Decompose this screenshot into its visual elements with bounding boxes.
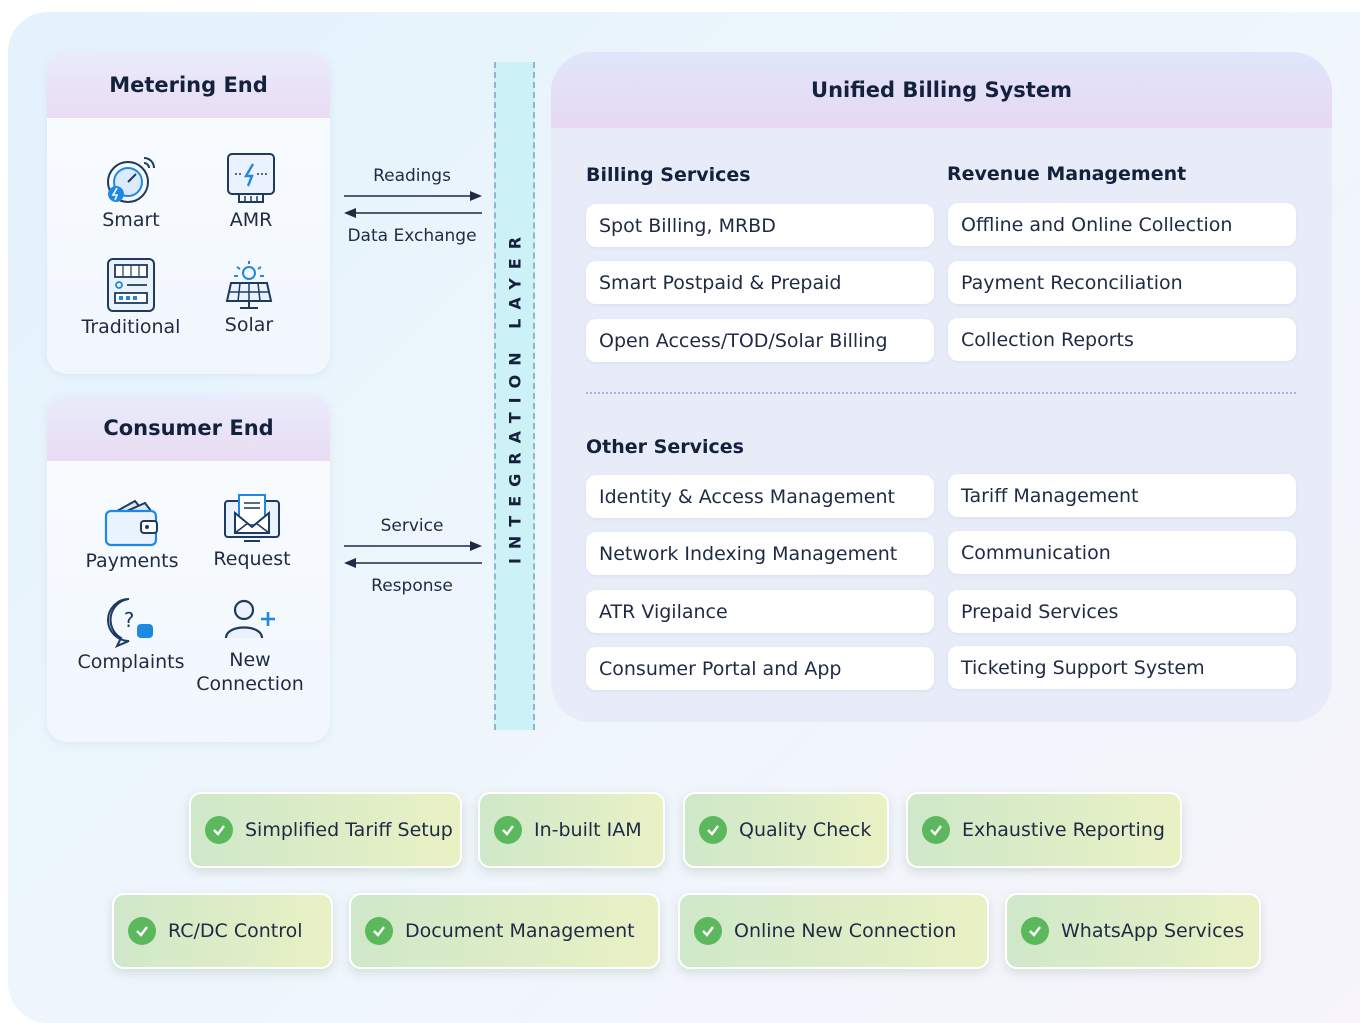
checkmark-icon (694, 917, 722, 945)
billing-services-title: Billing Services (586, 164, 751, 186)
feature-label: In-built IAM (534, 819, 642, 841)
feature-chip: RC/DC Control (112, 893, 333, 969)
solar-tile: Solar (189, 259, 309, 337)
feature-label: Document Management (405, 920, 635, 942)
feature-label: RC/DC Control (168, 920, 303, 942)
request-label: Request (213, 548, 291, 570)
feature-chip: Quality Check (683, 792, 889, 868)
checkmark-icon (699, 816, 727, 844)
other-service-item: Tariff Management (948, 474, 1296, 517)
smart-meter-tile: Smart (71, 150, 191, 232)
feature-label: WhatsApp Services (1061, 920, 1245, 942)
revenue-service-item: Collection Reports (948, 318, 1296, 361)
service-label: Service (380, 516, 444, 536)
amr-label: AMR (229, 209, 273, 231)
revenue-service-item: Offline and Online Collection (948, 203, 1296, 246)
other-service-item: Identity & Access Management (586, 475, 934, 518)
new-connection-tile: New Connection (190, 598, 310, 696)
other-services-title: Other Services (586, 436, 744, 458)
checkmark-icon (1021, 917, 1049, 945)
request-mail-icon (224, 494, 280, 542)
revenue-management-title: Revenue Management (947, 163, 1187, 185)
metering-end-card: Metering End Smart AMR (47, 52, 330, 374)
svg-text:?: ? (124, 608, 135, 632)
checkmark-icon (365, 917, 393, 945)
billing-service-item: Open Access/TOD/Solar Billing (586, 319, 934, 362)
complaint-question-icon: ? (107, 598, 153, 648)
smart-label: Smart (102, 209, 160, 231)
traditional-meter-tile: Traditional (71, 257, 191, 339)
request-tile: Request (192, 493, 312, 571)
integration-layer-label: INTEGRATION LAYER (505, 227, 524, 565)
unified-billing-system-panel: Unified Billing System Billing Services … (551, 52, 1332, 722)
feature-label: Exhaustive Reporting (962, 819, 1165, 841)
consumer-end-card: Consumer End Payments Request ? Comp (47, 395, 330, 742)
feature-label: Quality Check (739, 819, 872, 841)
complaints-tile: ? Complaints (71, 596, 191, 674)
other-service-item: ATR Vigilance (586, 590, 934, 633)
feature-label: Simplified Tariff Setup (245, 819, 453, 841)
other-service-item: Network Indexing Management (586, 532, 934, 575)
consumer-exchange-arrows (344, 541, 482, 568)
checkmark-icon (128, 917, 156, 945)
feature-chip: Simplified Tariff Setup (189, 792, 462, 868)
checkmark-icon (205, 816, 233, 844)
amr-meter-tile: AMR (191, 152, 311, 232)
section-divider (586, 392, 1296, 394)
feature-chip: WhatsApp Services (1005, 893, 1261, 969)
feature-label: Online New Connection (734, 920, 957, 942)
checkmark-icon (494, 816, 522, 844)
solar-label: Solar (224, 314, 274, 336)
other-service-item: Ticketing Support System (948, 646, 1296, 689)
billing-service-item: Smart Postpaid & Prepaid (586, 261, 934, 304)
other-service-item: Communication (948, 531, 1296, 574)
smart-meter-icon (107, 157, 155, 203)
metering-exchange-arrows (344, 191, 482, 218)
feature-chip: Online New Connection (678, 893, 989, 969)
readings-label: Readings (373, 166, 451, 186)
checkmark-icon (922, 816, 950, 844)
billing-service-item: Spot Billing, MRBD (586, 204, 934, 247)
feature-chip: Document Management (349, 893, 660, 969)
metering-end-title: Metering End (47, 52, 330, 118)
feature-chip: Exhaustive Reporting (906, 792, 1182, 868)
add-user-icon (224, 599, 275, 639)
payments-label: Payments (85, 550, 179, 572)
feature-chip: In-built IAM (478, 792, 665, 868)
wallet-icon (104, 499, 158, 547)
complaints-label: Complaints (77, 651, 185, 673)
data-exchange-label: Data Exchange (347, 226, 477, 246)
new-connection-label: New Connection (196, 649, 304, 695)
traditional-meter-icon (107, 258, 155, 312)
other-service-item: Consumer Portal and App (586, 647, 934, 690)
amr-meter-icon (227, 153, 275, 203)
other-service-item: Prepaid Services (948, 590, 1296, 633)
payments-tile: Payments (72, 497, 192, 573)
consumer-end-title: Consumer End (47, 395, 330, 461)
solar-panel-icon (225, 261, 273, 309)
integration-layer: INTEGRATION LAYER (494, 62, 535, 730)
ubs-title: Unified Billing System (551, 52, 1332, 128)
response-label: Response (371, 576, 453, 596)
traditional-label: Traditional (81, 316, 181, 338)
revenue-service-item: Payment Reconciliation (948, 261, 1296, 304)
